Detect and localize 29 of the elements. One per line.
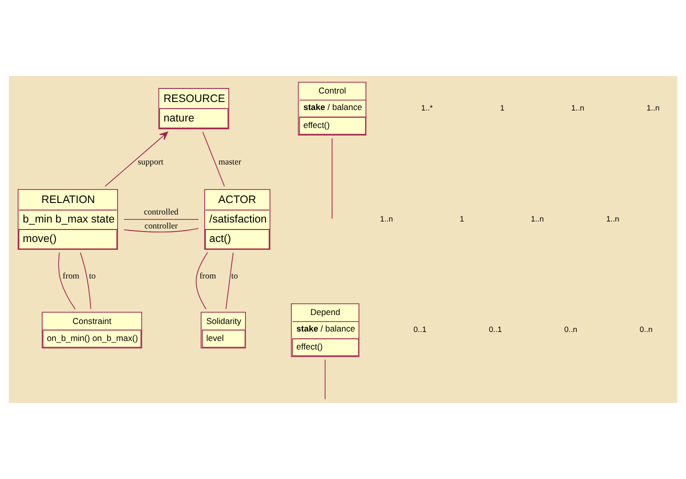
label: 1..n — [530, 214, 544, 224]
label: 1 — [500, 104, 504, 113]
label: 0..n — [564, 325, 578, 334]
connector — [226, 252, 234, 310]
edge-label: from — [62, 270, 80, 281]
connector — [324, 359, 326, 400]
edge-label: support — [138, 156, 164, 166]
label: 0..n — [640, 325, 653, 334]
edge-label: controller — [144, 220, 178, 231]
edge-label: to — [231, 270, 238, 281]
label: 1 — [460, 214, 464, 224]
edge-label: master — [218, 156, 242, 166]
label: 1..n — [606, 214, 620, 224]
label: 1..* — [421, 104, 433, 113]
edge-label: to — [89, 270, 96, 281]
label: 1..n — [646, 104, 660, 113]
connector — [196, 252, 208, 310]
arrow — [104, 132, 168, 187]
connector — [124, 228, 199, 232]
label: 0..1 — [413, 325, 426, 334]
connector — [124, 219, 199, 220]
connector — [80, 252, 92, 310]
label: 1..n — [380, 214, 393, 224]
connector — [58, 252, 76, 310]
label: 1..n — [571, 104, 584, 113]
edge-label: from — [199, 270, 216, 281]
label: 0..1 — [488, 325, 502, 334]
edge-label: controlled — [144, 206, 178, 217]
connector — [202, 132, 225, 187]
